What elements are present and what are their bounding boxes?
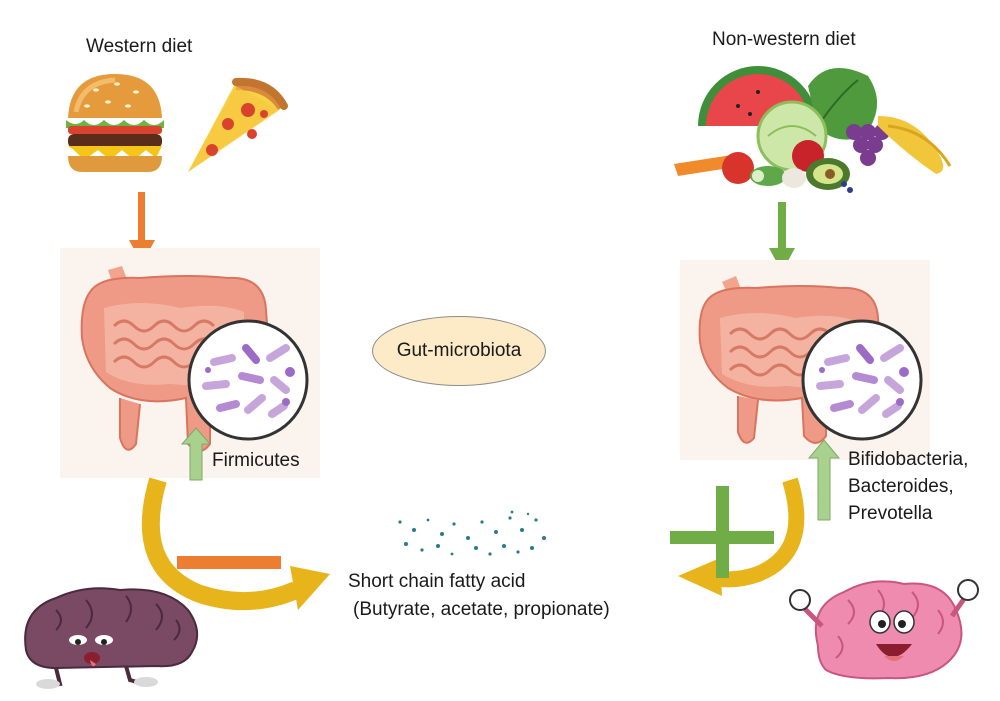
burger-icon [66,74,164,172]
microbiome-nonwestern-circle [801,319,923,441]
fruits-vegetables-icon [674,66,952,193]
scfa-dots-icon [398,510,546,556]
happy-brain-icon [789,579,979,680]
western-diet-title: Western diet [86,36,193,57]
nonwestern-curved-arrow [678,477,805,596]
beneficial-bacteria-increase-arrow [807,439,841,521]
gut-microbiota-label: Gut-microbiota [396,340,522,361]
firmicutes-label: Firmicutes [212,450,300,471]
scfa-examples-label: (Butyrate, acetate, propionate) [353,599,610,620]
bacteria-line-3: Prevotella [848,503,933,524]
beneficial-bacteria-label: Bifidobacteria, Bacteroides, Prevotella [848,446,968,527]
bacteria-line-1: Bifidobacteria, [848,449,969,470]
western-curved-arrow [141,477,330,611]
sad-brain-icon [24,587,199,689]
scfa-label: Short chain fatty acid [348,571,526,592]
pizza-icon [188,77,288,172]
minus-sign [177,556,281,569]
plus-sign-horizontal [670,531,774,544]
nonwestern-diet-title: Non-western diet [712,29,856,50]
microbiome-western-circle [187,319,309,441]
gut-microbiota-ellipse [372,316,546,386]
firmicutes-increase-arrow [180,427,212,481]
bacteria-line-2: Bacteroides, [848,476,954,497]
